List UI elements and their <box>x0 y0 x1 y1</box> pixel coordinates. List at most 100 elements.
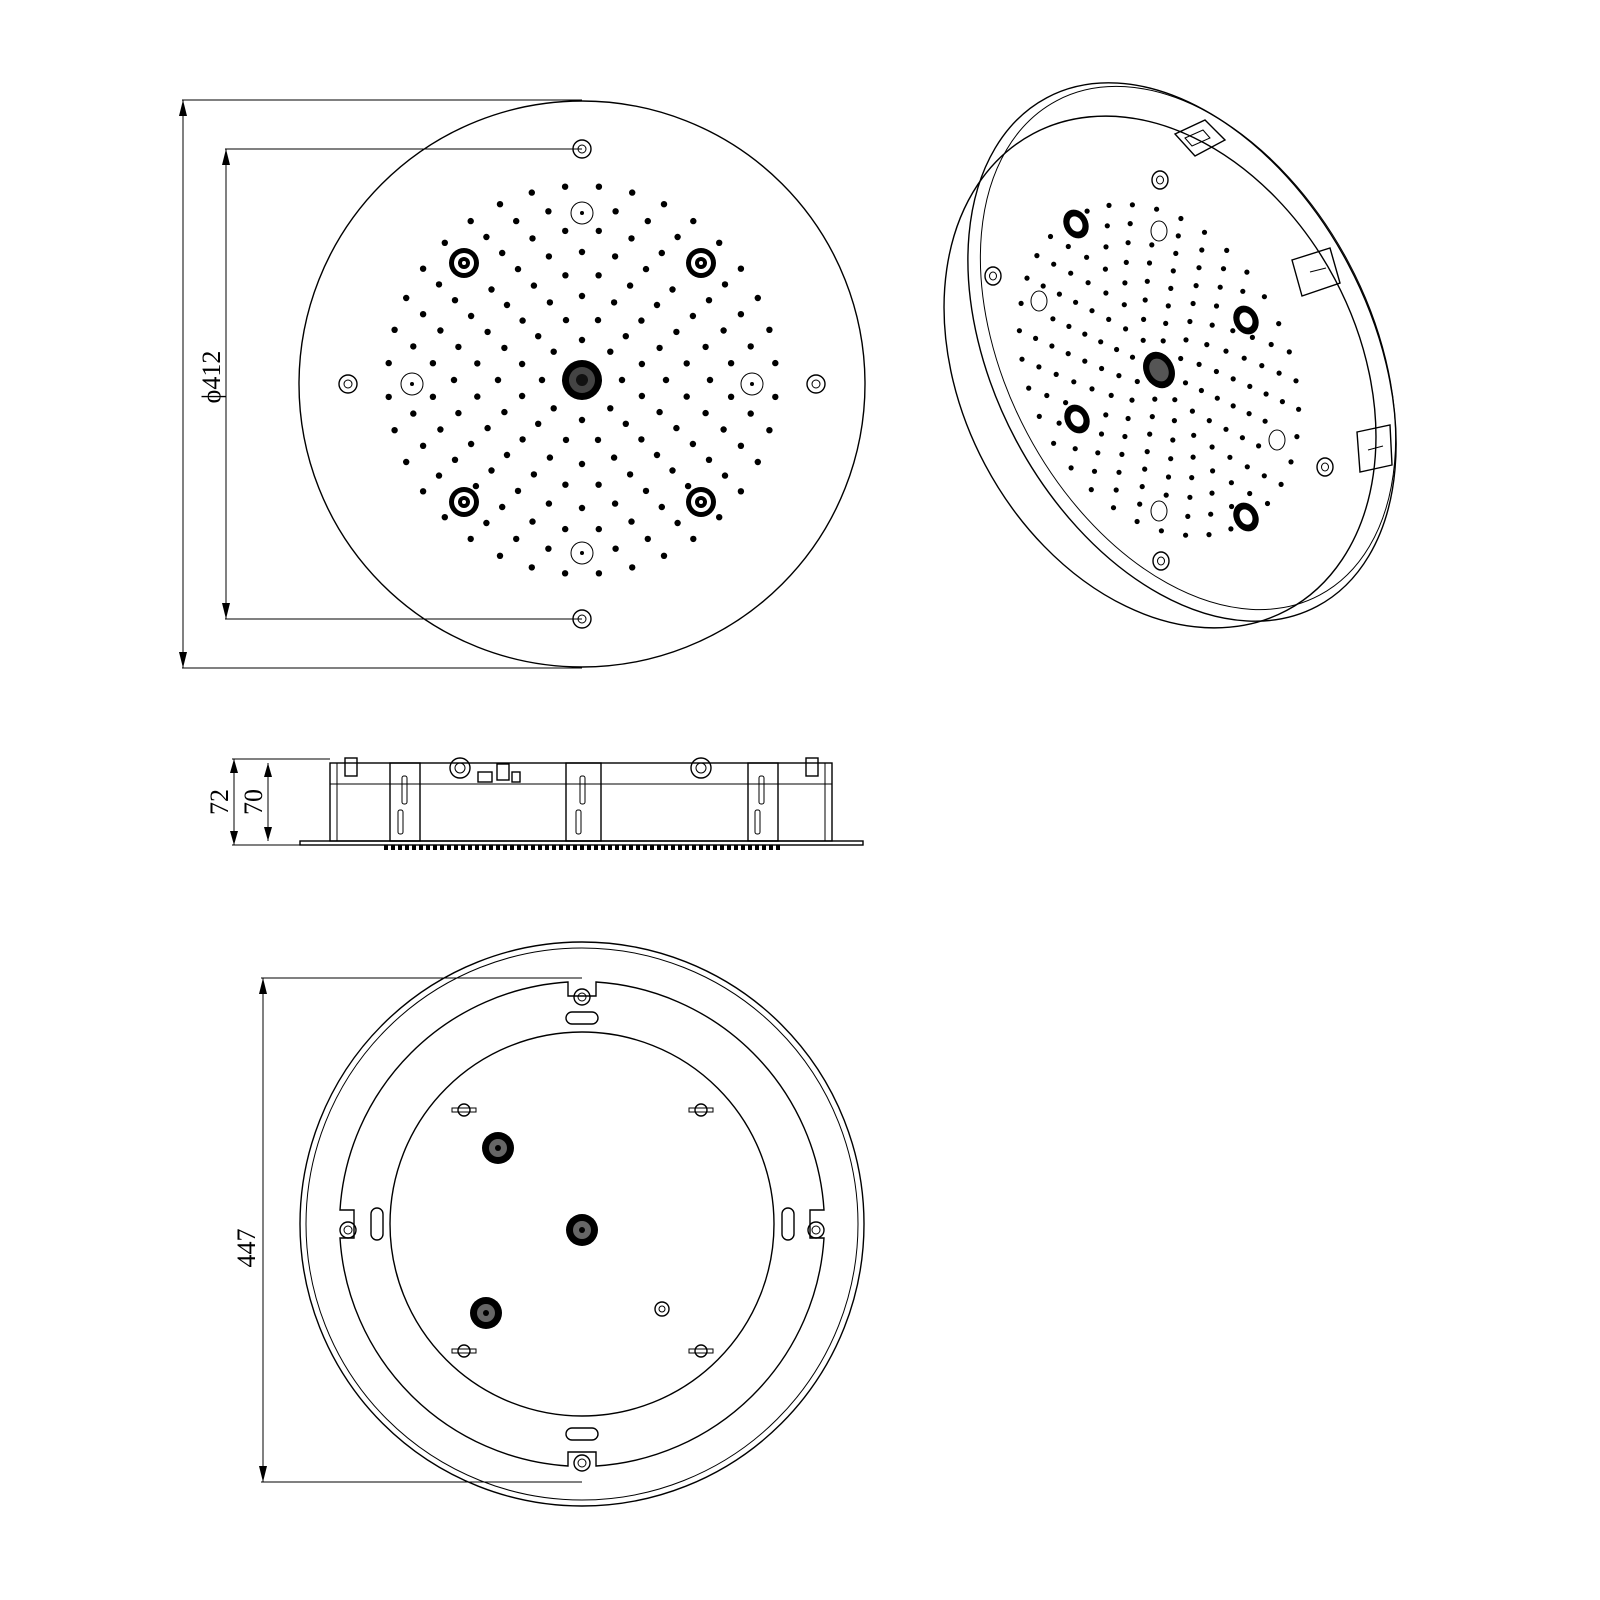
perspective-nozzle <box>1089 386 1095 392</box>
perspective-nozzle <box>1168 285 1174 291</box>
spray-nozzle <box>562 272 569 279</box>
side-view-nozzle <box>489 845 493 850</box>
perspective-led-ring <box>1030 290 1048 312</box>
spray-nozzle <box>721 472 729 479</box>
side-view-eyelet-left <box>449 757 471 779</box>
spray-nozzle <box>628 518 635 525</box>
perspective-nozzle <box>1056 291 1062 297</box>
spray-nozzle <box>656 344 663 352</box>
spray-nozzle <box>594 436 602 444</box>
spray-nozzle <box>642 265 650 273</box>
spray-nozzle <box>766 427 773 434</box>
spray-nozzle <box>626 471 634 478</box>
spray-nozzle <box>689 312 697 320</box>
perspective-nozzle <box>1294 434 1300 440</box>
bottom-view-boss <box>451 1103 477 1117</box>
perspective-nozzle <box>1019 356 1025 362</box>
spray-nozzle <box>629 564 636 571</box>
spray-nozzle <box>737 265 745 272</box>
spray-nozzle <box>772 359 779 367</box>
spray-nozzle <box>578 292 586 300</box>
side-view-nozzle <box>440 845 444 850</box>
perspective-nozzle <box>1173 250 1179 256</box>
perspective-nozzle <box>1033 335 1039 341</box>
perspective-nozzle <box>1163 320 1169 326</box>
perspective-nozzle <box>1213 368 1219 375</box>
perspective-nozzle <box>1065 351 1071 357</box>
perspective-nozzle <box>1085 280 1091 286</box>
spray-nozzle <box>653 301 661 309</box>
perspective-nozzle <box>1122 280 1128 286</box>
side-view-nozzle <box>559 845 563 850</box>
spray-nozzle <box>474 393 481 400</box>
perspective-nozzle <box>1209 490 1215 496</box>
perspective-nozzle <box>1051 440 1057 446</box>
side-view-nozzle <box>776 845 780 850</box>
perspective-nozzle <box>1129 397 1135 403</box>
spray-nozzle <box>747 410 754 417</box>
side-view-body-height-label: 70 <box>239 789 268 815</box>
perspective-nozzle <box>1206 418 1212 424</box>
spray-nozzle <box>545 545 552 552</box>
side-view-nozzle <box>699 845 703 850</box>
side-view-nozzle <box>608 845 612 850</box>
jet-nozzle-top-right <box>686 248 716 278</box>
perspective-nozzle <box>1198 387 1204 394</box>
bottom-view: 447 <box>232 941 865 1507</box>
perspective-nozzle <box>1108 392 1114 398</box>
spray-nozzle <box>702 409 709 417</box>
perspective-faceplate <box>943 115 1377 629</box>
side-view-nozzle <box>468 845 472 850</box>
mounting-screw-top <box>572 139 592 159</box>
perspective-nozzle <box>1170 268 1176 274</box>
perspective-jet <box>1064 404 1090 434</box>
side-view-nozzle <box>636 845 640 850</box>
spray-nozzle <box>644 535 651 543</box>
jet-nozzle-top-left <box>449 248 479 278</box>
arrowhead <box>230 831 238 845</box>
perspective-nozzle <box>1241 355 1247 361</box>
perspective-nozzle <box>1024 275 1030 281</box>
perspective-center-jet <box>1143 351 1175 389</box>
spray-nozzle <box>530 471 538 478</box>
spray-nozzle <box>595 183 603 190</box>
perspective-nozzle <box>1228 480 1234 486</box>
perspective-nozzle <box>1228 526 1234 532</box>
perspective-nozzle <box>1140 337 1146 343</box>
bottom-view-inlet <box>470 1297 502 1329</box>
jet-nozzle-bottom-left <box>449 487 479 517</box>
spray-nozzle <box>626 282 634 289</box>
side-view-nozzle <box>398 845 402 850</box>
perspective-nozzle <box>1165 474 1172 480</box>
perspective-nozzle <box>1144 278 1150 284</box>
perspective-nozzle <box>1279 399 1285 405</box>
arrowhead <box>230 759 238 773</box>
spray-nozzle <box>528 189 535 196</box>
side-view-nozzle <box>447 845 451 850</box>
perspective-nozzle <box>1127 221 1133 227</box>
bottom-view-slot-left <box>370 1207 384 1241</box>
perspective-nozzle <box>1158 528 1164 534</box>
spray-nozzle <box>550 405 557 412</box>
perspective-nozzle <box>1026 385 1032 391</box>
perspective-nozzle <box>1296 406 1302 412</box>
arrowhead <box>222 149 230 165</box>
perspective-nozzle <box>1170 437 1176 443</box>
spray-nozzle <box>488 467 495 474</box>
perspective-nozzle <box>1246 411 1252 417</box>
spray-nozzle <box>727 393 735 400</box>
perspective-nozzle <box>1217 284 1223 290</box>
center-jet <box>562 360 602 400</box>
side-view-bracket <box>389 762 421 842</box>
perspective-nozzle <box>1187 318 1193 325</box>
perspective-nozzle <box>1119 451 1125 457</box>
perspective-nozzle <box>1256 443 1262 449</box>
perspective-housing-rim-inner <box>979 85 1397 611</box>
perspective-nozzle <box>1049 343 1055 349</box>
arrowhead <box>259 978 267 994</box>
perspective-nozzle <box>1172 397 1178 403</box>
spray-nozzle <box>503 451 511 459</box>
spray-nozzle <box>611 500 619 507</box>
perspective-nozzle <box>1239 435 1245 441</box>
side-view-nozzle <box>419 845 423 850</box>
